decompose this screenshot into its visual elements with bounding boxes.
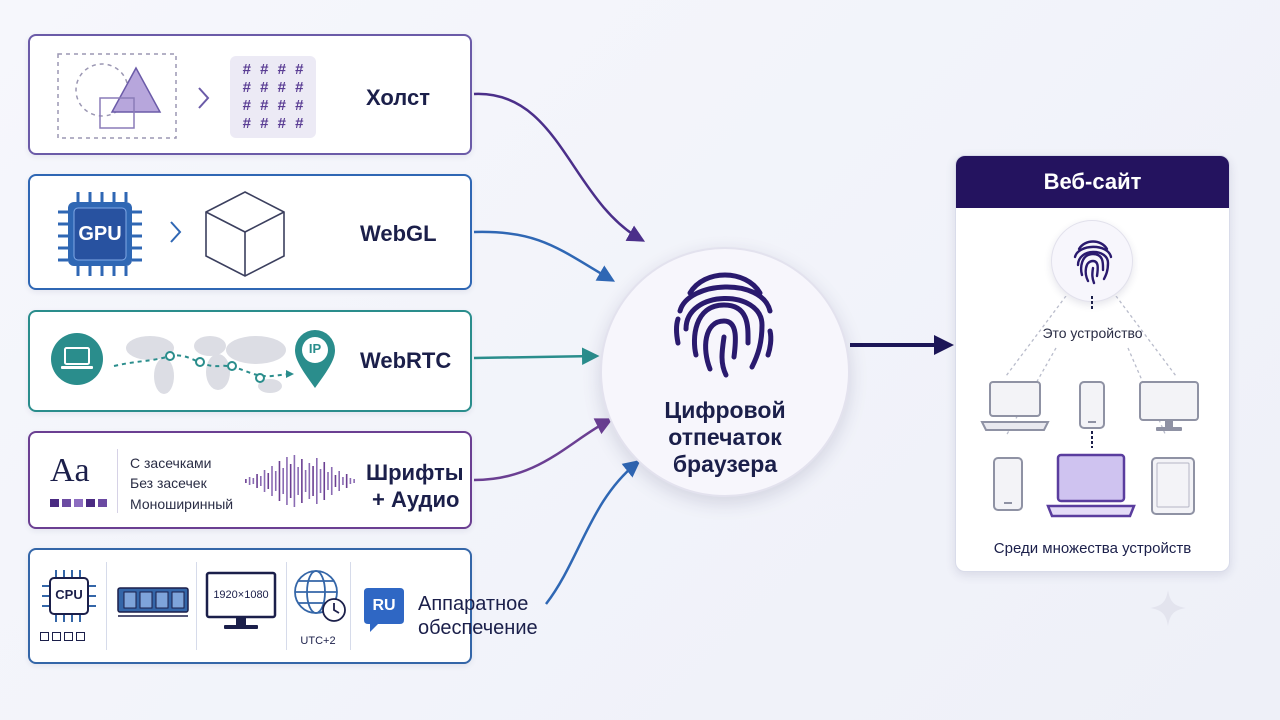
canvas-hash-char: # <box>295 61 304 78</box>
canvas-hash-char: # <box>277 61 286 78</box>
sparkle-icon <box>1150 590 1186 626</box>
canvas-hash-char: # <box>242 97 251 114</box>
waveform-icon <box>245 455 355 507</box>
monitor-icon <box>205 571 277 629</box>
canvas-hash-char: # <box>260 97 269 114</box>
cpu-text: CPU <box>55 587 83 602</box>
language-badge-icon <box>364 588 404 632</box>
laptop-icon <box>51 333 103 385</box>
highlighted-laptop-icon <box>1046 453 1136 518</box>
cpu-cores <box>40 632 85 641</box>
canvas-hash-char: # <box>277 115 286 132</box>
monitor-icon <box>1139 381 1199 431</box>
website-panel: Веб-сайт Это устройство <box>955 155 1230 572</box>
laptop-icon <box>980 381 1050 431</box>
ip-text: IP <box>308 341 322 356</box>
label-webgl: WebGL <box>360 221 437 246</box>
tablet-icon <box>1151 457 1195 515</box>
canvas-hash-grid: ################ <box>230 56 316 138</box>
arrow-fonts <box>473 418 614 482</box>
label-hardware-line1: Аппаратное <box>418 593 529 615</box>
arrow-webrtc <box>473 347 600 365</box>
source-card-fonts: Aa С засечками Без засечек Моноширинный … <box>28 431 472 529</box>
language-text: RU <box>372 597 396 614</box>
font-list-item: Без засечек <box>130 475 207 491</box>
canvas-hash-char: # <box>242 61 251 78</box>
this-device-label: Это устройство <box>1042 325 1143 341</box>
canvas-hash-char: # <box>295 97 304 114</box>
phone-icon <box>1079 381 1105 429</box>
resolution-text: 1920×1080 <box>213 589 269 601</box>
chevron-right-icon <box>198 87 210 109</box>
divider <box>350 562 351 650</box>
triangle-icon <box>57 53 177 139</box>
label-fonts-line1: Шрифты <box>366 460 464 485</box>
divider <box>286 562 287 650</box>
canvas-hash-char: # <box>260 61 269 78</box>
center-title-line3: браузера <box>672 451 778 477</box>
source-card-hardware: CPU 1920×1080 UTC+2 RU Аппаратно <box>28 548 538 664</box>
canvas-hash-char: # <box>260 115 269 132</box>
canvas-hash-char: # <box>277 97 286 114</box>
ip-pin-icon <box>295 330 335 388</box>
canvas-hash-char: # <box>295 79 304 96</box>
font-list-item: С засечками <box>130 455 212 471</box>
globe-clock-icon <box>294 570 346 622</box>
label-canvas: Холст <box>366 85 430 110</box>
cube-icon <box>205 191 285 277</box>
arrow-canvas <box>473 92 646 242</box>
source-card-webgl: GPU WebGL <box>28 174 472 290</box>
cpu-chip-icon <box>42 570 96 622</box>
canvas-hash-char: # <box>260 79 269 96</box>
timezone-text: UTC+2 <box>300 635 336 647</box>
arrow-webgl <box>473 230 616 282</box>
canvas-hash-char: # <box>242 115 251 132</box>
devices-caption: Среди множества устройств <box>993 540 1192 557</box>
source-card-canvas: ################ Холст <box>28 34 472 155</box>
fingerprint-icon <box>674 272 774 378</box>
label-webrtc: WebRTC <box>360 348 452 373</box>
browser-fingerprint-node: Цифровой отпечаток браузера <box>600 247 850 497</box>
gpu-text: GPU <box>78 223 122 245</box>
font-sample: Aa <box>50 452 90 489</box>
font-list-item: Моноширинный <box>130 496 234 512</box>
canvas-hash-char: # <box>242 79 251 96</box>
label-hardware-line2: обеспечение <box>418 617 538 639</box>
center-title-line2: отпечаток <box>668 424 782 450</box>
device-fingerprint-badge <box>1051 220 1133 302</box>
phone-icon <box>993 457 1023 511</box>
world-map-icon <box>113 336 294 394</box>
canvas-hash-char: # <box>295 115 304 132</box>
chevron-right-icon <box>170 221 182 243</box>
ram-icon <box>117 587 189 617</box>
divider <box>106 562 107 650</box>
divider <box>196 562 197 650</box>
font-sample-bars <box>50 499 107 507</box>
website-title: Веб-сайт <box>956 156 1229 208</box>
gpu-chip-icon <box>58 192 142 276</box>
label-fonts-line2: + Аудио <box>372 487 460 512</box>
divider <box>117 449 118 513</box>
canvas-hash-char: # <box>277 79 286 96</box>
fingerprint-icon <box>1073 240 1113 285</box>
arrow-hardware <box>545 459 641 605</box>
center-title-line1: Цифровой <box>664 397 786 423</box>
source-card-webrtc: IP WebRTC <box>28 310 472 412</box>
